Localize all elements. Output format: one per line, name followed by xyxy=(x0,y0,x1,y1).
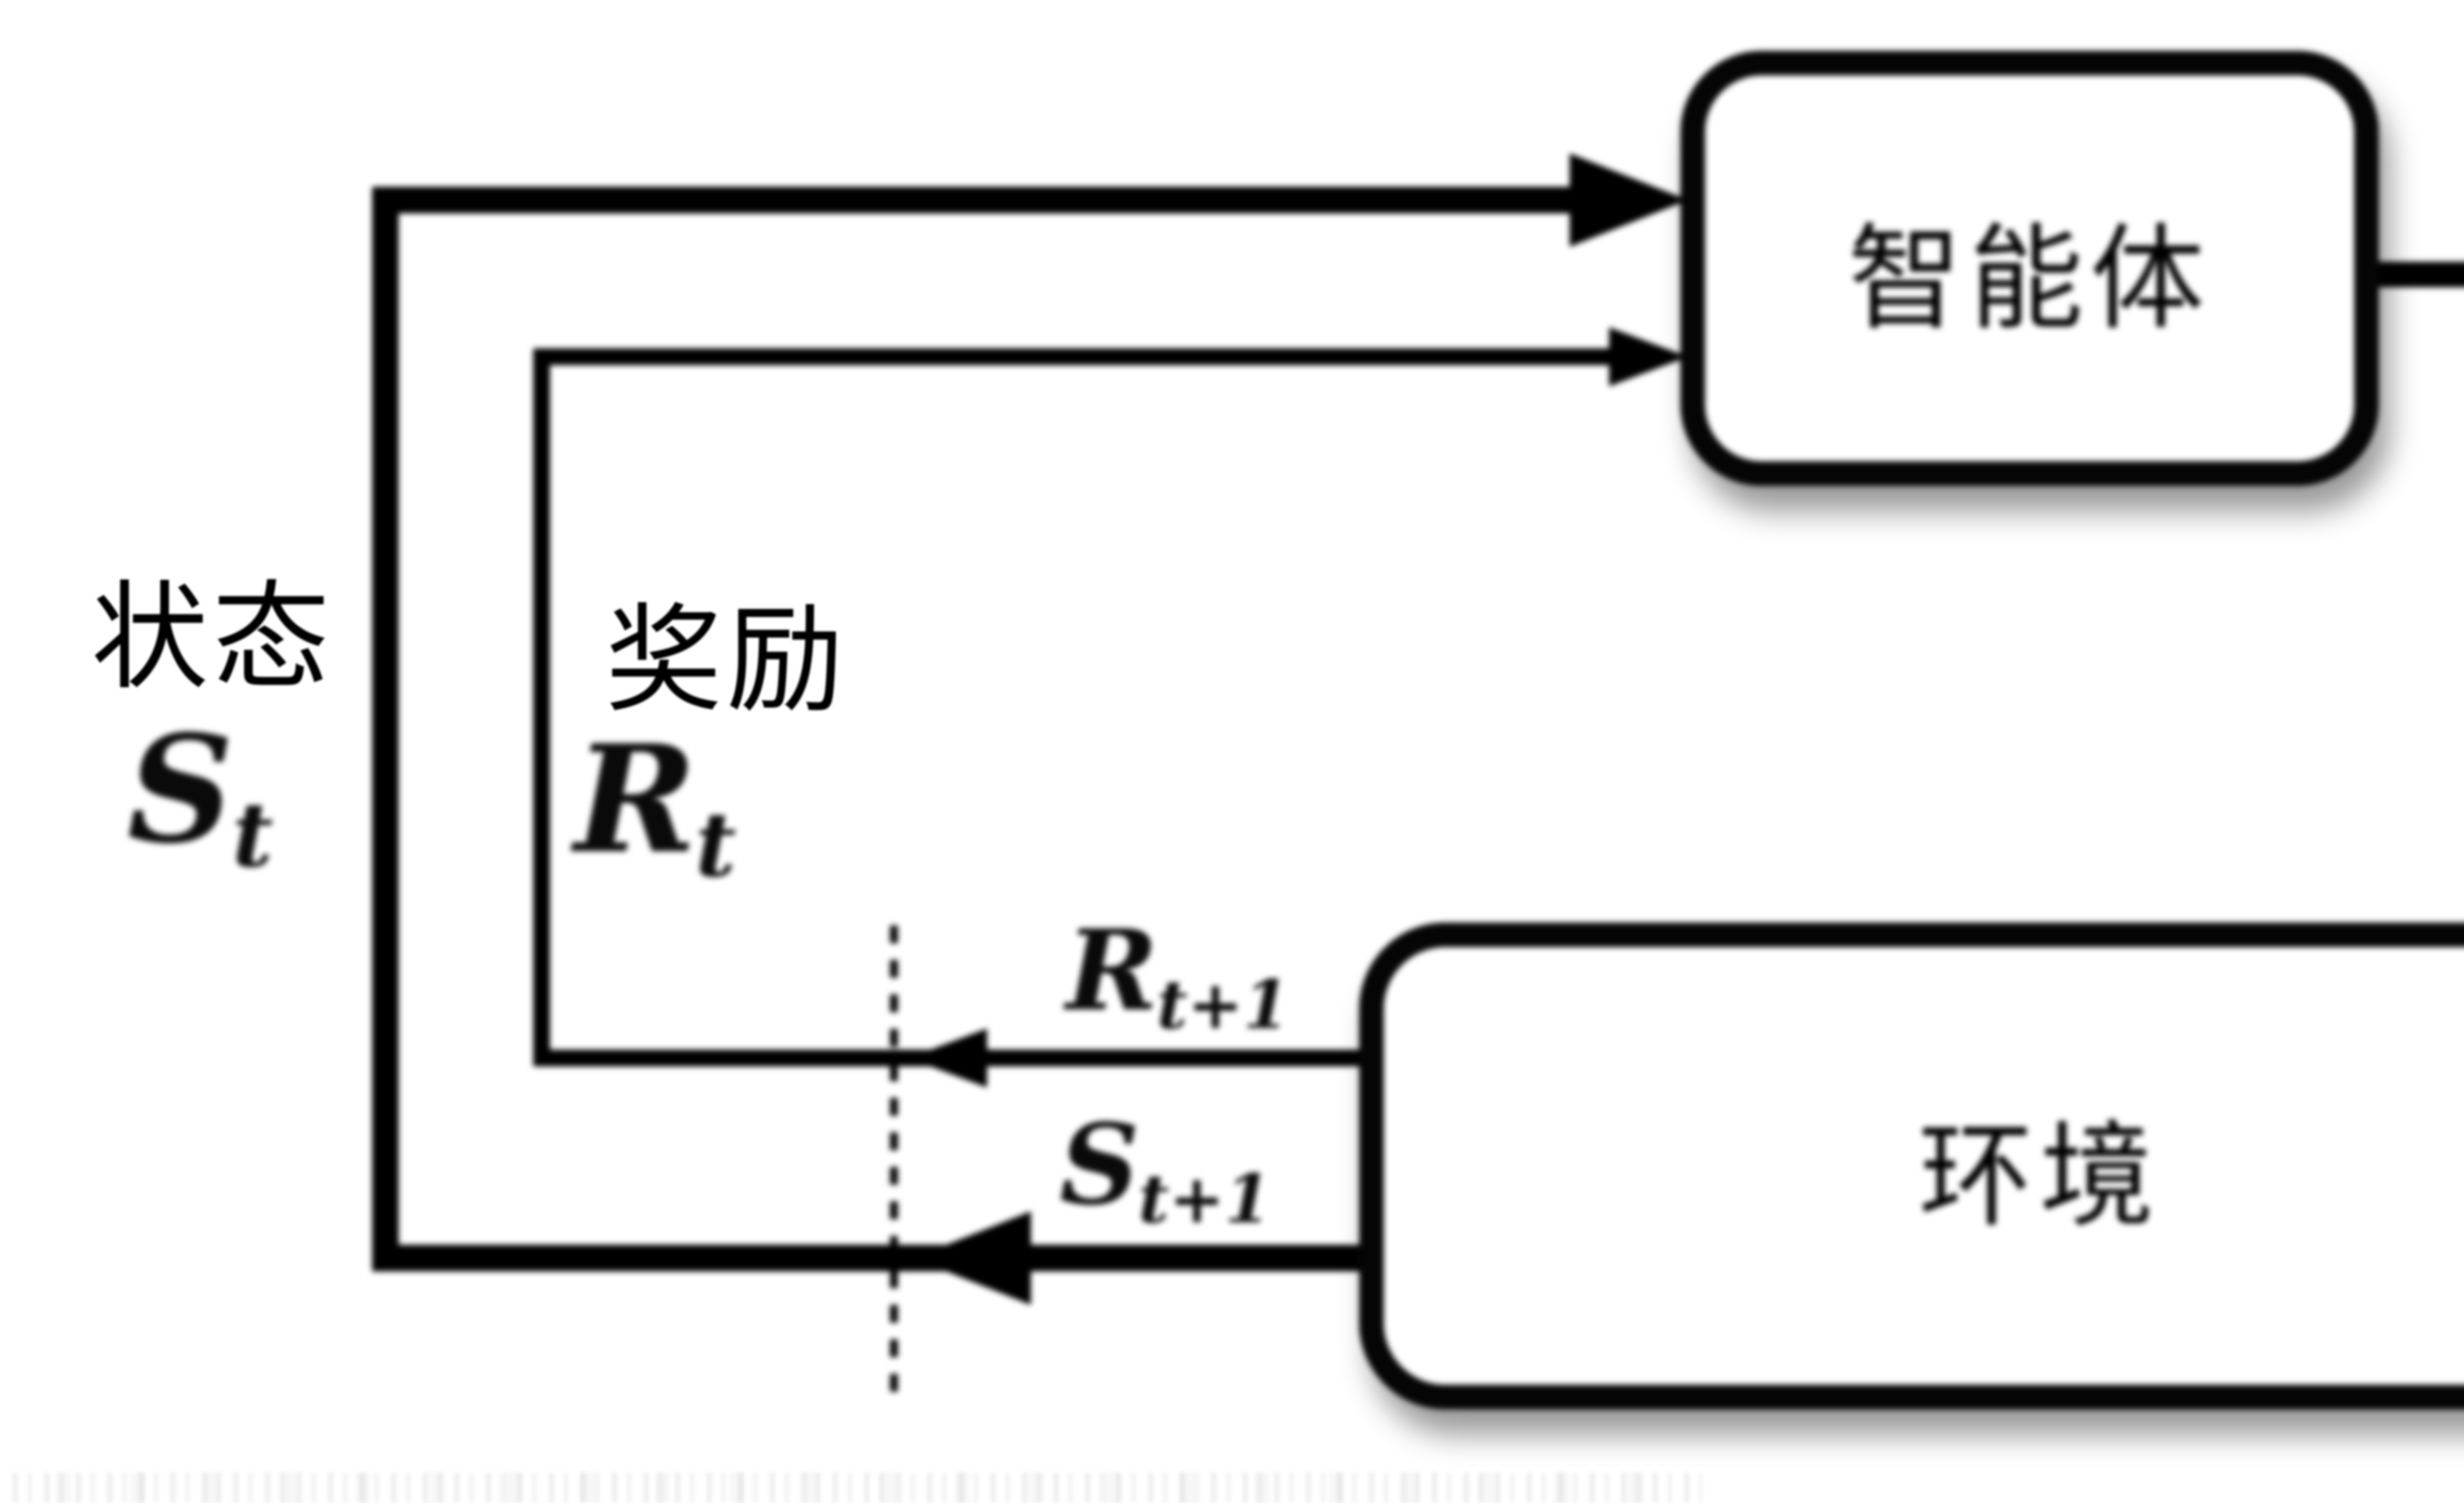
state-arrowhead-into-agent xyxy=(1570,153,1688,247)
reward-caption: 奖励 xyxy=(605,597,848,726)
state-caption: 状态 xyxy=(91,574,334,704)
reward-flow-line-left xyxy=(533,348,550,1066)
state-symbol-letter: S xyxy=(127,702,234,876)
action-flow-line-top xyxy=(2375,262,2464,287)
state-symbol-subscript: t xyxy=(232,783,274,888)
reward-flow-line-top xyxy=(533,348,1647,365)
timestep-dashed-line xyxy=(890,925,898,1401)
next-state-symbol-subscript: t+1 xyxy=(1138,1159,1271,1238)
reward-arrowhead-into-agent xyxy=(1609,327,1688,386)
next-state-arrowhead-at-boundary xyxy=(913,1211,1031,1305)
next-reward-symbol-subscript: t+1 xyxy=(1157,965,1290,1044)
environment-label: 环境 xyxy=(1918,1114,2161,1241)
next-state-flow-line-bottom xyxy=(372,1245,1363,1271)
reward-symbol: Rt xyxy=(574,712,738,897)
state-flow-line-top xyxy=(372,187,1641,213)
next-state-symbol-letter: S xyxy=(1060,1100,1140,1230)
state-flow-line-left xyxy=(372,187,399,1271)
reward-symbol-subscript: t xyxy=(695,793,736,897)
next-reward-symbol-letter: R xyxy=(1066,906,1158,1036)
next-reward-symbol: Rt+1 xyxy=(1066,906,1291,1044)
cropped-caption-remnant xyxy=(12,1472,1703,1503)
environment-node: 环境 xyxy=(1359,922,2464,1409)
agent-node: 智能体 xyxy=(1680,51,2379,486)
agent-label: 智能体 xyxy=(1848,216,2212,343)
reward-symbol-letter: R xyxy=(574,712,697,886)
state-symbol: St xyxy=(127,702,275,887)
next-state-symbol: St+1 xyxy=(1060,1100,1272,1238)
next-reward-arrowhead-at-boundary xyxy=(908,1028,987,1088)
